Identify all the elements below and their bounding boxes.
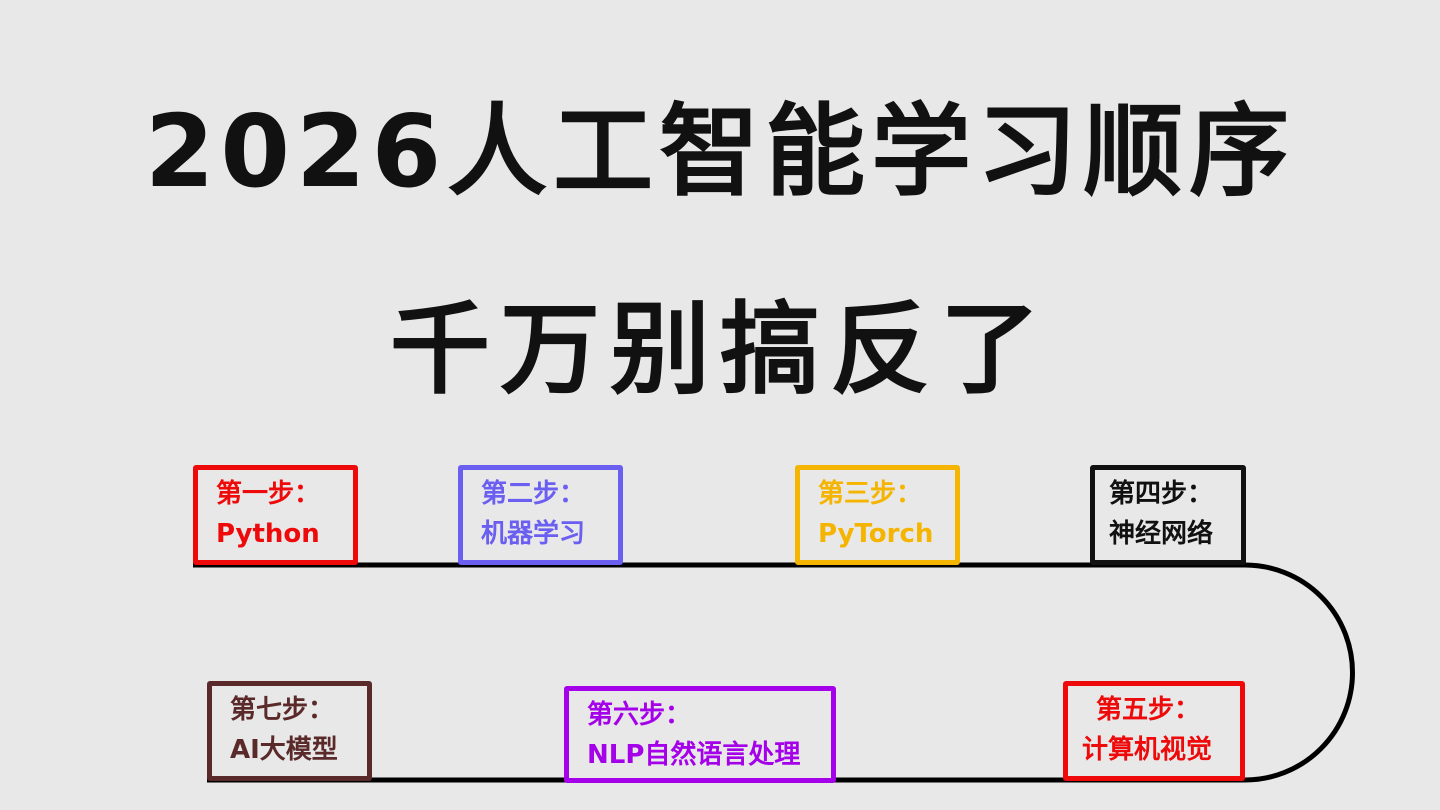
step-2-topic: 机器学习 bbox=[481, 519, 586, 549]
step-1-topic: Python bbox=[216, 519, 320, 549]
step-4-topic: 神经网络 bbox=[1109, 519, 1214, 549]
step-3-box: 第三步： PyTorch bbox=[795, 465, 960, 565]
step-6-topic: NLP自然语言处理 bbox=[587, 740, 801, 770]
step-1-box: 第一步： Python bbox=[193, 465, 358, 565]
title-line-1: 2026人工智能学习顺序 bbox=[144, 93, 1296, 210]
step-5-label: 第五步： bbox=[1096, 695, 1201, 725]
step-7-topic: AI大模型 bbox=[230, 735, 338, 765]
step-5-box: 第五步： 计算机视觉 bbox=[1063, 681, 1245, 781]
step-7-label: 第七步： bbox=[230, 695, 335, 725]
title-line-2: 千万别搞反了 bbox=[390, 291, 1050, 408]
step-5-topic: 计算机视觉 bbox=[1082, 735, 1213, 765]
step-2-label: 第二步： bbox=[481, 479, 586, 509]
step-2-box: 第二步： 机器学习 bbox=[458, 465, 623, 565]
step-6-label: 第六步： bbox=[587, 700, 692, 730]
step-3-label: 第三步： bbox=[818, 479, 923, 509]
step-4-box: 第四步： 神经网络 bbox=[1090, 465, 1246, 565]
step-4-label: 第四步： bbox=[1109, 479, 1214, 509]
step-7-box: 第七步： AI大模型 bbox=[207, 681, 372, 781]
step-1-label: 第一步： bbox=[216, 479, 321, 509]
step-6-box: 第六步： NLP自然语言处理 bbox=[564, 686, 836, 783]
step-3-topic: PyTorch bbox=[818, 519, 934, 549]
